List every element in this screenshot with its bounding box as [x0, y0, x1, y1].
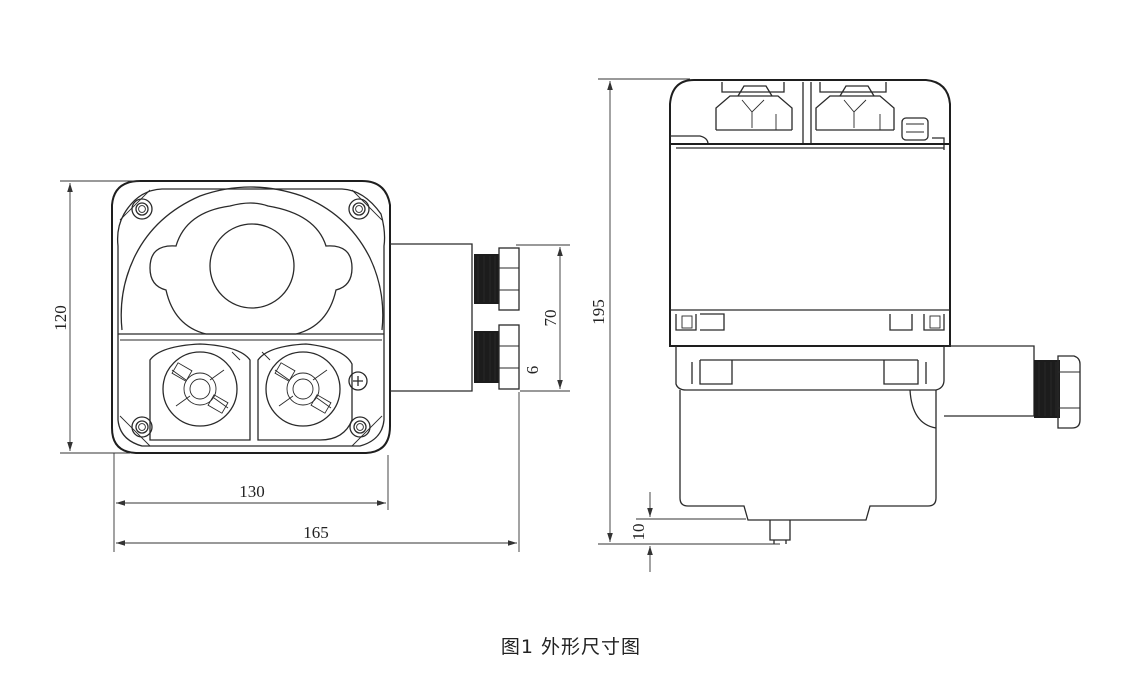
- ground-screw-icon: [348, 371, 368, 391]
- upper-cover-cutout: [149, 202, 353, 335]
- side-top-cap: [669, 79, 951, 148]
- upper-cover-outline: [120, 186, 384, 331]
- dim-bottom-10: 10: [629, 524, 648, 541]
- left-cable-gland: [162, 351, 238, 427]
- side-main-body: [669, 143, 951, 347]
- dim-offset-6: 6: [523, 366, 542, 375]
- dim-height-70: 70: [541, 310, 560, 327]
- top-bolt-right: [815, 82, 895, 131]
- dim-height-120: 120: [51, 305, 70, 331]
- screw-icon: [119, 415, 153, 447]
- front-view: 120 70 6 130 165: [51, 180, 570, 552]
- side-bottom-pot: [679, 390, 937, 521]
- center-viewing-window: [209, 223, 295, 309]
- dim-width-165: 165: [303, 523, 329, 542]
- side-lower-housing: [675, 346, 945, 391]
- side-view: 195 10: [589, 78, 1081, 572]
- right-terminal-chamber: [257, 343, 353, 441]
- figure-caption: 图1 外形尺寸图: [500, 636, 642, 658]
- front-side-body: [390, 243, 473, 392]
- right-cable-gland: [265, 351, 341, 427]
- side-screw-icon: [901, 117, 929, 141]
- top-bolt-left: [715, 82, 793, 131]
- front-inner-rim: [116, 188, 386, 447]
- screw-icon: [119, 189, 153, 221]
- side-conduit: [944, 345, 1035, 417]
- bottom-pin: [769, 520, 791, 544]
- dim-width-130: 130: [239, 482, 265, 501]
- conduit-fitting-upper: [474, 247, 520, 311]
- left-terminal-chamber: [149, 343, 251, 441]
- conduit-fitting-lower: [474, 324, 520, 390]
- dim-height-195: 195: [589, 299, 608, 325]
- screw-icon: [348, 189, 383, 221]
- side-conduit-fitting: [1034, 355, 1081, 429]
- side-mid-flange: [670, 309, 950, 331]
- screw-icon: [349, 415, 383, 447]
- front-housing-outline: [111, 180, 391, 454]
